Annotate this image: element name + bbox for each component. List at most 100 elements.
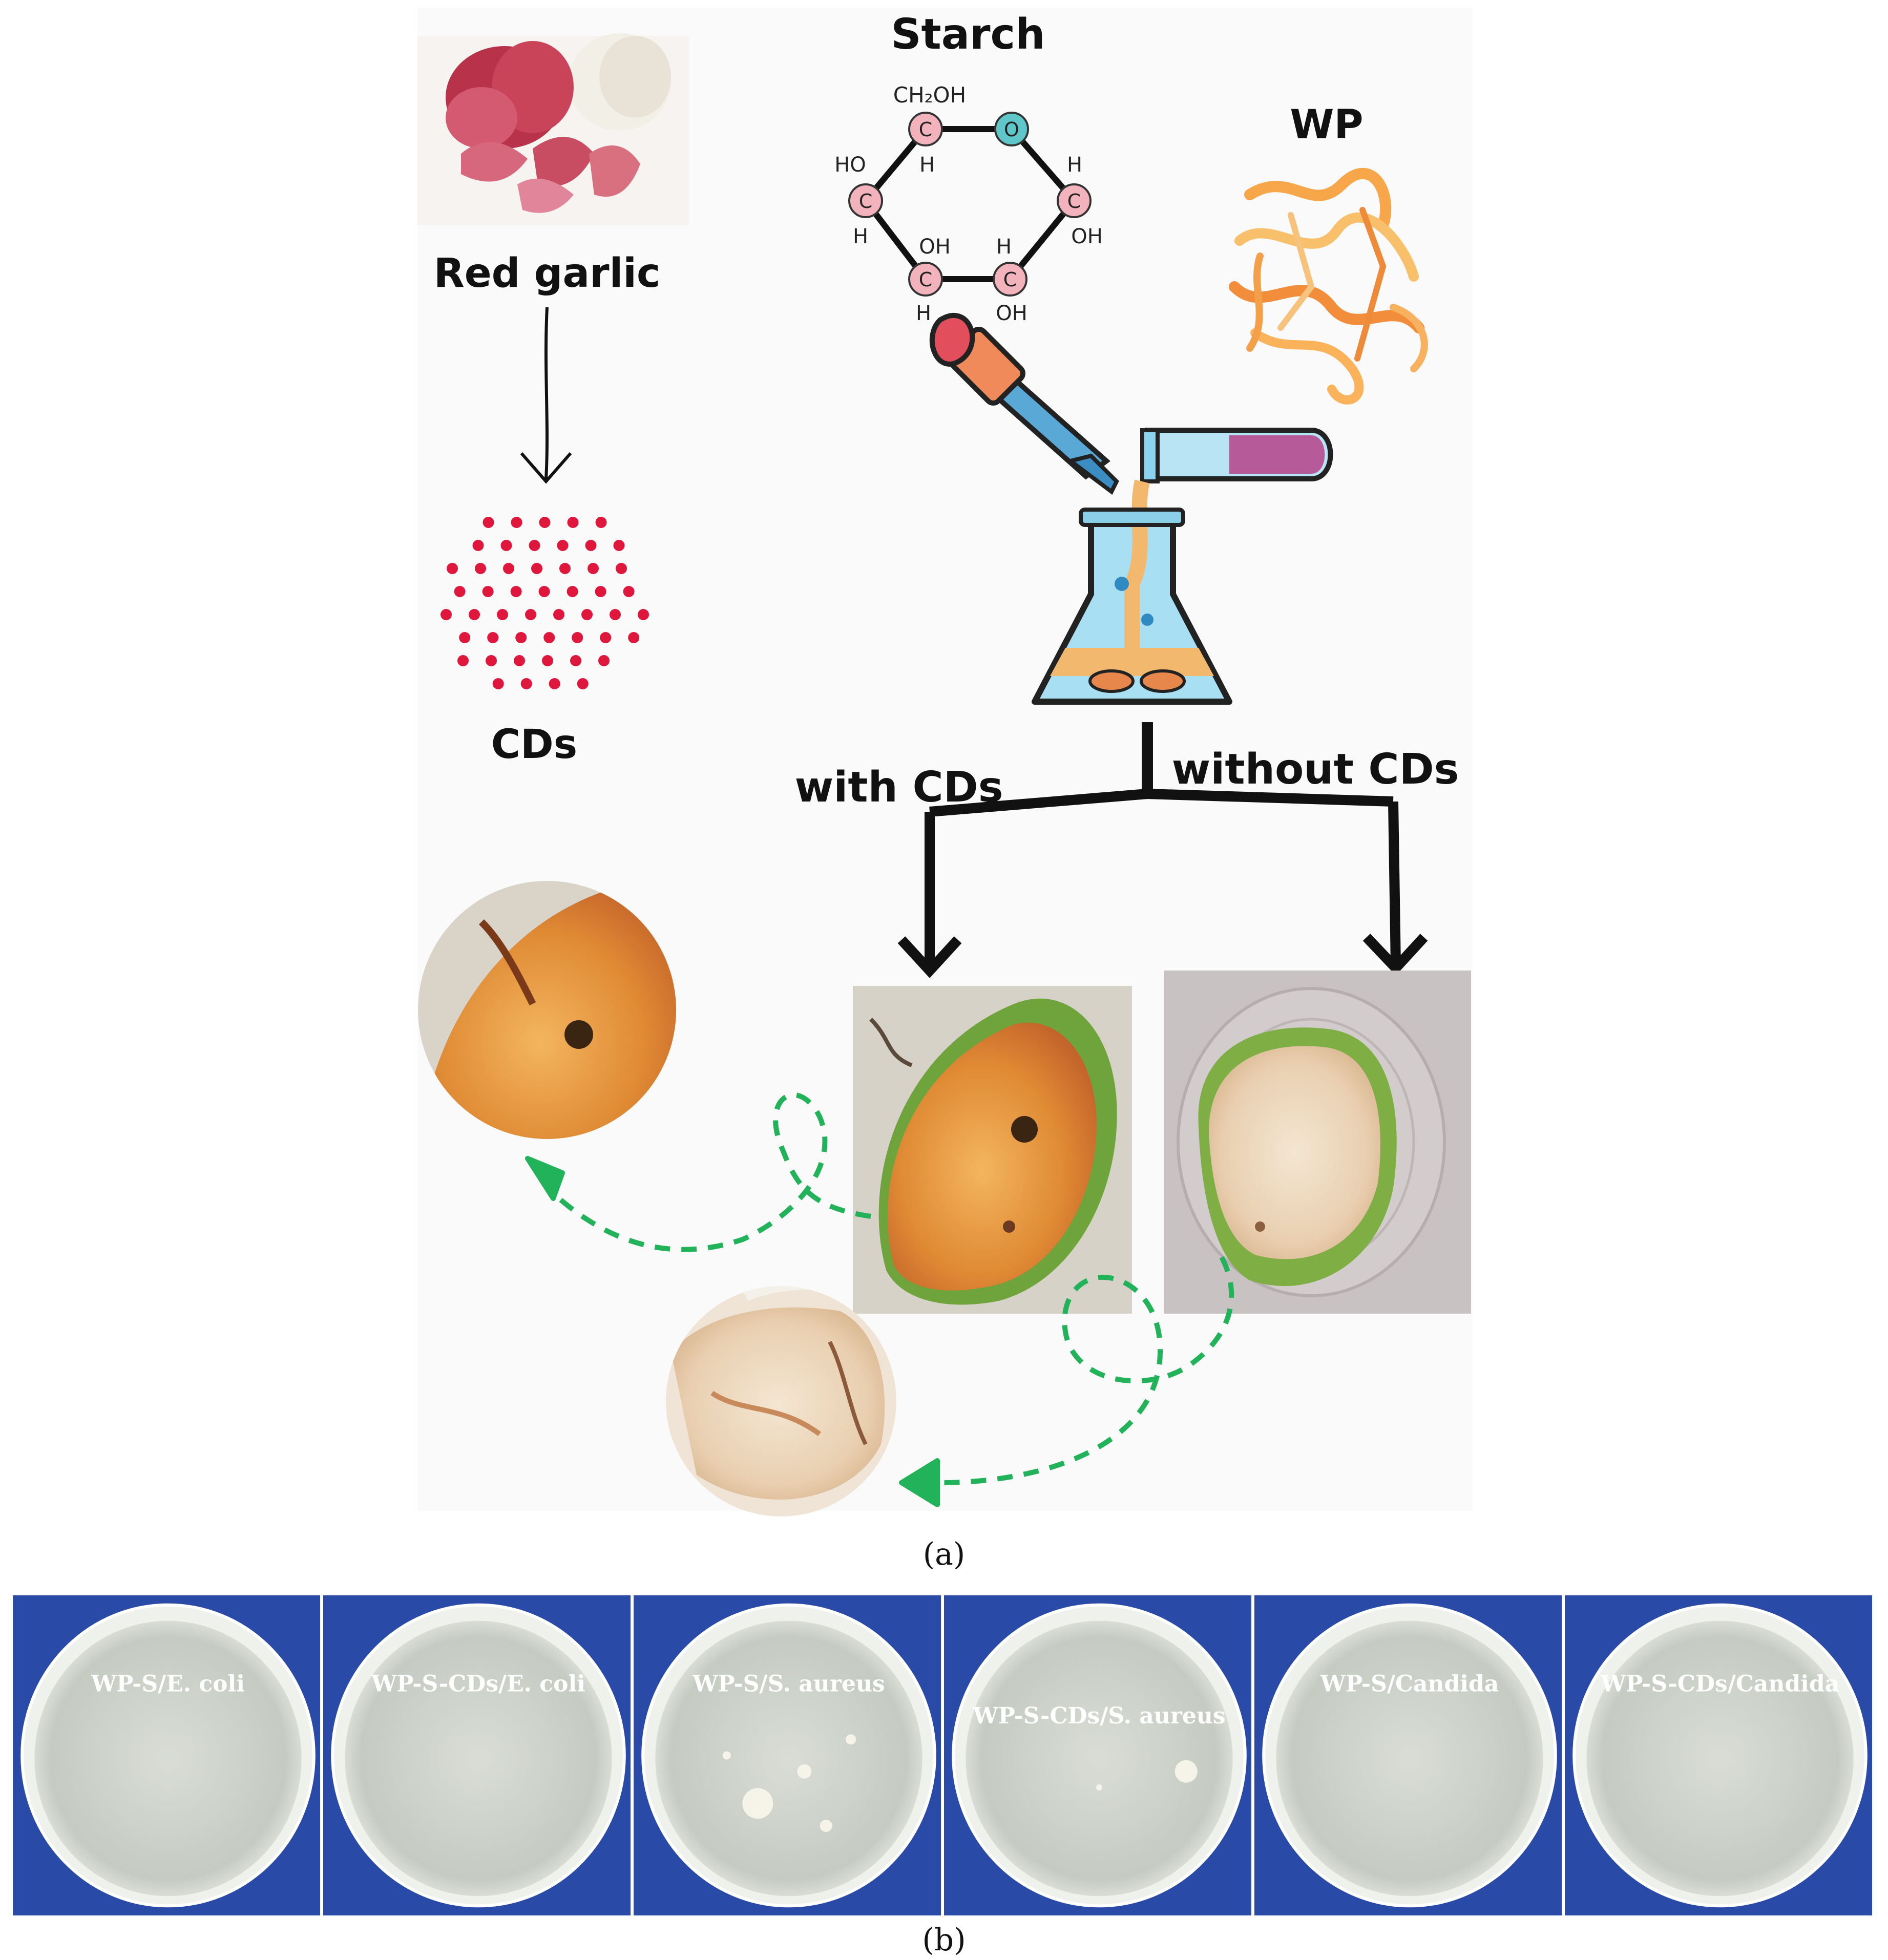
cds-dot — [598, 655, 610, 666]
test-tube-icon — [1140, 428, 1333, 483]
panel-b-plates: WP-S/E. coli WP-S-CDs/E. coli WP-S/S. aure… — [13, 1595, 1872, 1915]
panel-a-caption: (a) — [923, 1536, 966, 1572]
cds-dot — [585, 540, 597, 551]
cds-dot — [447, 563, 458, 574]
cds-dot — [500, 540, 512, 551]
cds-dots-cluster — [440, 517, 649, 689]
cds-dot — [483, 517, 494, 528]
cds-dot — [638, 609, 649, 620]
petri-plate: WP-S-CDs/E. coli — [323, 1595, 631, 1915]
cds-dot — [542, 655, 553, 666]
cds-dot — [557, 540, 569, 551]
cds-dot — [628, 632, 640, 643]
plate-label: WP-S-CDs/Candida — [1600, 1671, 1839, 1697]
cds-dot — [525, 609, 536, 620]
cds-dot — [510, 586, 522, 597]
garlic-to-cds-arrow — [520, 307, 572, 484]
plate-label: WP-S/Candida — [1320, 1671, 1499, 1697]
starch-label: Starch — [891, 10, 1045, 59]
svg-text:C: C — [919, 118, 933, 141]
cds-dot — [567, 517, 579, 528]
red-garlic-image — [417, 33, 689, 225]
cds-dot — [613, 540, 625, 551]
red-garlic-label: Red garlic — [434, 250, 661, 297]
svg-text:OH: OH — [919, 235, 951, 259]
dropper-icon — [930, 313, 1119, 495]
cds-dot — [539, 517, 551, 528]
svg-text:C: C — [1003, 268, 1017, 291]
svg-text:OH: OH — [1071, 225, 1103, 248]
svg-text:CH₂OH: CH₂OH — [893, 82, 966, 108]
petri-plate: WP-S/Candida — [1254, 1595, 1562, 1915]
branch-arrows — [897, 722, 1428, 978]
plate-label: WP-S/S. aureus — [692, 1671, 885, 1697]
panel-b-caption: (b) — [922, 1922, 966, 1958]
apple-with-cds-photo — [853, 986, 1132, 1314]
cds-dot — [520, 678, 532, 689]
cds-dot — [538, 586, 550, 597]
cds-dot — [531, 563, 542, 574]
svg-text:C: C — [859, 190, 873, 213]
cds-dot — [581, 609, 593, 620]
colony — [742, 1788, 773, 1819]
svg-text:H: H — [996, 235, 1012, 259]
cds-dot — [472, 540, 484, 551]
cds-dot — [610, 609, 621, 620]
with-cds-label: with CDs — [794, 763, 1003, 812]
cds-dot — [595, 586, 606, 597]
cds-dot — [553, 609, 564, 620]
cds-dot — [511, 517, 522, 528]
without-cds-label: without CDs — [1172, 745, 1459, 794]
cds-dot — [503, 563, 514, 574]
colony — [820, 1820, 832, 1832]
cds-dot — [487, 632, 499, 643]
cds-dot — [459, 632, 471, 643]
cds-dot — [595, 517, 607, 528]
cds-dot — [492, 678, 504, 689]
dashed-loop-arrow-with-cds — [525, 1092, 871, 1252]
colony — [797, 1764, 812, 1779]
cds-dot — [457, 655, 469, 666]
cds-dot — [577, 678, 589, 689]
cds-dot — [572, 632, 583, 643]
cds-dot — [497, 609, 508, 620]
cds-dot — [482, 586, 494, 597]
cds-label: CDs — [491, 722, 577, 768]
plate-label: WP-S-CDs/E. coli — [371, 1671, 585, 1697]
svg-text:H: H — [1067, 153, 1082, 177]
cds-dot — [588, 563, 599, 574]
svg-text:C: C — [919, 268, 933, 291]
cds-dot — [514, 655, 525, 666]
svg-text:C: C — [1067, 190, 1081, 213]
petri-plate: WP-S/E. coli — [13, 1595, 320, 1915]
dashed-loop-arrow-without-cds — [899, 1256, 1234, 1507]
cds-dot — [549, 678, 560, 689]
cds-dot — [475, 563, 486, 574]
svg-text:HO: HO — [834, 153, 866, 177]
plate-label: WP-S/E. coli — [91, 1671, 245, 1697]
plate-label: WP-S-CDs/S. aureus — [972, 1703, 1225, 1729]
svg-text:OH: OH — [996, 302, 1027, 325]
cds-dot — [454, 586, 466, 597]
wp-protein-image — [1229, 167, 1428, 405]
petri-plate: WP-S/S. aureus — [634, 1595, 941, 1915]
svg-text:H: H — [919, 153, 935, 177]
cds-dot — [529, 540, 540, 551]
svg-text:H: H — [916, 302, 931, 325]
cds-dot — [567, 586, 578, 597]
cds-dot — [623, 586, 635, 597]
colony — [1174, 1760, 1198, 1783]
apple-without-cds-photo — [1164, 971, 1471, 1314]
cds-dot — [486, 655, 497, 666]
petri-plate: WP-S-CDs/S. aureus — [944, 1595, 1251, 1915]
cds-dot — [469, 609, 480, 620]
colony — [846, 1734, 856, 1745]
wp-label: WP — [1290, 102, 1363, 148]
cds-dot — [616, 563, 627, 574]
cds-dot — [559, 563, 571, 574]
flask-icon — [1032, 479, 1232, 705]
cds-dot — [515, 632, 527, 643]
petri-plate: WP-S-CDs/Candida — [1565, 1595, 1872, 1915]
svg-text:H: H — [853, 225, 868, 248]
cds-dot — [440, 609, 452, 620]
